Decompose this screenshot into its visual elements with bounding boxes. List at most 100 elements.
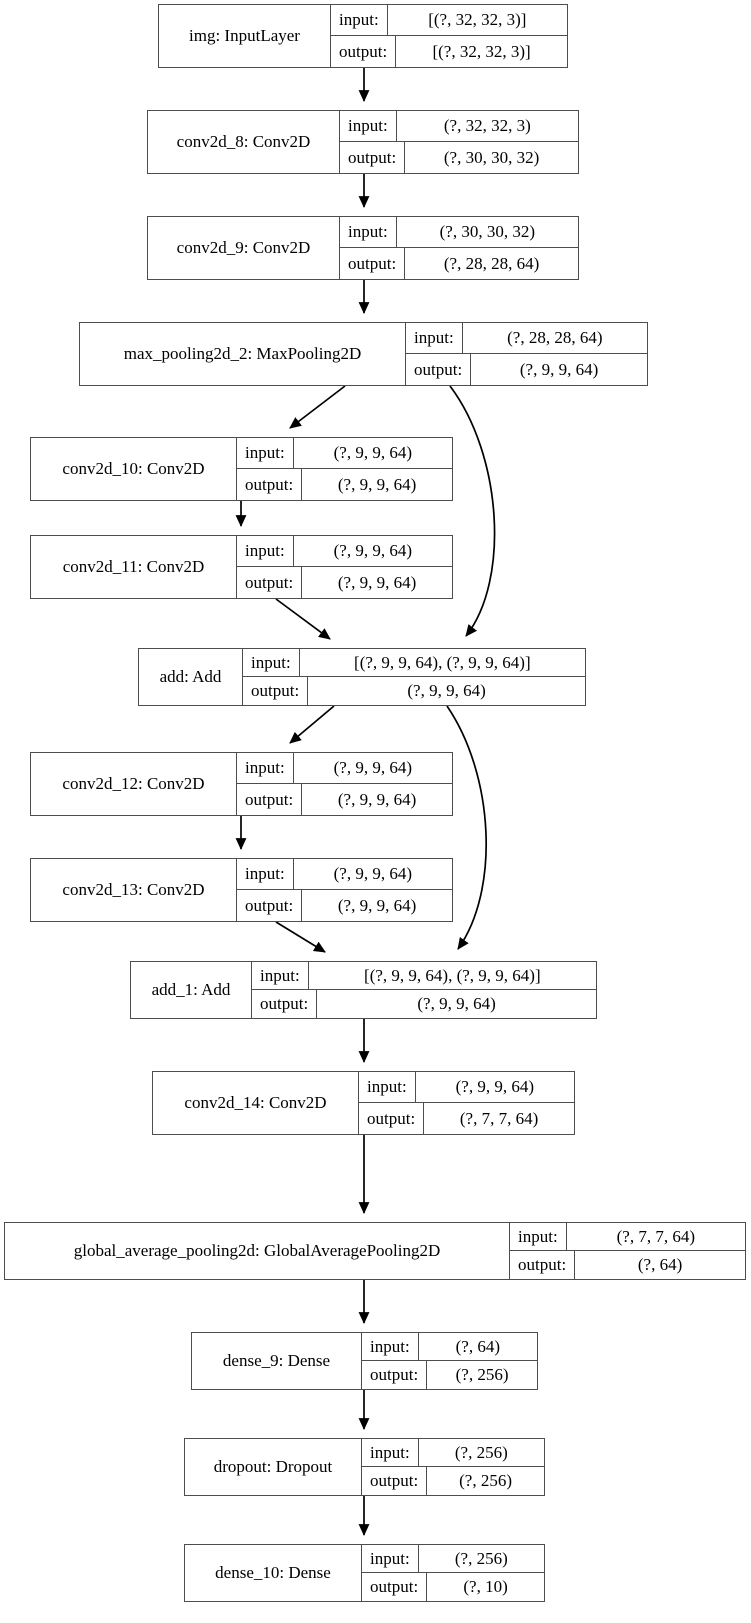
- node-label-conv2d_10: conv2d_10: Conv2D: [31, 438, 237, 500]
- output-label: output:: [362, 1361, 428, 1389]
- output-shape-value: (?, 256): [459, 1471, 513, 1490]
- output-shape-value: (?, 9, 9, 64): [417, 994, 496, 1013]
- node-output-row-conv2d_13: output: (?, 9, 9, 64): [237, 890, 452, 921]
- input-shape-value: [(?, 32, 32, 3)]: [428, 10, 527, 29]
- node-label-global_average_pooling2d: global_average_pooling2d: GlobalAverageP…: [5, 1223, 510, 1279]
- node-io-global_average_pooling2d: input:(?, 7, 7, 64)output:(?, 64): [510, 1223, 745, 1279]
- node-input-row-add: input:[(?, 9, 9, 64), (?, 9, 9, 64)]: [243, 649, 585, 677]
- output-label: output:: [331, 36, 397, 67]
- output-label: output:: [340, 142, 406, 173]
- node-label-max_pooling2d_2: max_pooling2d_2: MaxPooling2D: [80, 323, 406, 385]
- input-label: input:: [340, 217, 397, 247]
- node-label-dense_9: dense_9: Dense: [192, 1333, 362, 1389]
- input-label: input:: [406, 323, 463, 353]
- input-shape-value: (?, 7, 7, 64): [616, 1226, 696, 1246]
- node-input-row-dense_9: input: (?, 64): [362, 1333, 537, 1361]
- node-input-row-global_average_pooling2d: input:(?, 7, 7, 64): [510, 1223, 745, 1251]
- node-label-conv2d_13: conv2d_13: Conv2D: [31, 859, 237, 921]
- node-io-add: input:[(?, 9, 9, 64), (?, 9, 9, 64)]outp…: [243, 649, 585, 705]
- output-label: output:: [243, 677, 309, 705]
- node-label-conv2d_8: conv2d_8: Conv2D: [148, 111, 340, 173]
- output-label: output:: [340, 248, 406, 279]
- input-shape-value: (?, 9, 9, 64): [455, 1077, 535, 1096]
- input-shape-value: (?, 9, 9, 64): [333, 758, 413, 777]
- output-shape-value: (?, 256): [455, 1365, 509, 1384]
- edge-add-to-conv2d_12: [289, 705, 335, 744]
- node-io-conv2d_12: input:(?, 9, 9, 64)output:(?, 9, 9, 64): [237, 753, 452, 815]
- node-io-conv2d_9: input: (?, 30, 30, 32) output: (?, 28, 28, …: [340, 217, 578, 279]
- output-shape-value: (?, 9, 9, 64): [337, 895, 417, 915]
- node-io-dropout: input:(?, 256)output: (?, 256): [362, 1439, 544, 1495]
- edge-max_pooling2d_2-to-add: [449, 385, 496, 637]
- node-global_average_pooling2d: global_average_pooling2d: GlobalAverageP…: [4, 1222, 746, 1280]
- input-label: input:: [362, 1545, 419, 1572]
- input-label: input:: [243, 649, 300, 676]
- node-output-row-conv2d_10: output:(?, 9, 9, 64): [237, 469, 452, 500]
- node-label-img: img: InputLayer: [159, 5, 331, 67]
- node-input-row-conv2d_9: input: (?, 30, 30, 32): [340, 217, 578, 248]
- node-label-add_1: add_1: Add: [131, 962, 252, 1018]
- output-shape-value: (?, 9, 9, 64): [337, 572, 417, 592]
- node-io-conv2d_8: input:(?, 32, 32, 3)output: (?, 30, 30, 3…: [340, 111, 578, 173]
- node-label-dropout: dropout: Dropout: [185, 1439, 362, 1495]
- node-input-row-conv2d_11: input:(?, 9, 9, 64): [237, 536, 452, 567]
- input-shape-value: (?, 64): [455, 1336, 501, 1356]
- output-shape-value: (?, 10): [463, 1577, 508, 1596]
- node-io-dense_10: input:(?, 256)output:(?, 10): [362, 1545, 544, 1601]
- input-label: input:: [331, 5, 388, 35]
- input-shape-value: (?, 9, 9, 64): [333, 864, 413, 883]
- input-shape-value: (?, 30, 30, 32): [439, 222, 536, 241]
- output-shape-value: (?, 9, 9, 64): [519, 359, 599, 379]
- input-label: input:: [362, 1333, 419, 1360]
- node-io-conv2d_10: input:(?, 9, 9, 64)output:(?, 9, 9, 64): [237, 438, 452, 500]
- output-label: output:: [237, 890, 303, 921]
- output-label: output:: [406, 354, 472, 385]
- node-label-conv2d_11: conv2d_11: Conv2D: [31, 536, 237, 598]
- input-shape-value: (?, 256): [454, 1442, 508, 1462]
- input-label: input:: [237, 536, 294, 566]
- output-label: output:: [362, 1467, 428, 1495]
- input-shape-value: [(?, 9, 9, 64), (?, 9, 9, 64)]: [364, 965, 541, 985]
- node-label-dense_10: dense_10: Dense: [185, 1545, 362, 1601]
- output-shape-value: (?, 30, 30, 32): [443, 147, 540, 167]
- node-output-row-dense_10: output:(?, 10): [362, 1573, 544, 1601]
- node-label-conv2d_9: conv2d_9: Conv2D: [148, 217, 340, 279]
- node-io-add_1: input: [(?, 9, 9, 64), (?, 9, 9, 64)] outp…: [252, 962, 596, 1018]
- node-output-row-conv2d_8: output: (?, 30, 30, 32): [340, 142, 578, 173]
- node-input-row-conv2d_14: input:(?, 9, 9, 64): [359, 1072, 574, 1103]
- output-shape-value: (?, 9, 9, 64): [337, 474, 417, 494]
- node-output-row-dropout: output: (?, 256): [362, 1467, 544, 1495]
- node-input-row-dropout: input:(?, 256): [362, 1439, 544, 1467]
- node-input-row-conv2d_8: input:(?, 32, 32, 3): [340, 111, 578, 142]
- node-output-row-img: output:[(?, 32, 32, 3)]: [331, 36, 567, 67]
- node-input-row-max_pooling2d_2: input: (?, 28, 28, 64): [406, 323, 647, 354]
- input-shape-value: (?, 28, 28, 64): [507, 328, 603, 347]
- node-io-conv2d_11: input:(?, 9, 9, 64)output:(?, 9, 9, 64): [237, 536, 452, 598]
- input-label: input:: [252, 962, 309, 989]
- node-io-dense_9: input: (?, 64) output: (?, 256): [362, 1333, 537, 1389]
- output-shape-value: (?, 7, 7, 64): [459, 1108, 539, 1128]
- node-output-row-max_pooling2d_2: output: (?, 9, 9, 64): [406, 354, 647, 385]
- output-label: output:: [510, 1251, 576, 1279]
- node-output-row-dense_9: output: (?, 256): [362, 1361, 537, 1389]
- input-shape-value: (?, 9, 9, 64): [333, 443, 413, 462]
- node-input-row-conv2d_12: input:(?, 9, 9, 64): [237, 753, 452, 784]
- output-shape-value: (?, 28, 28, 64): [443, 253, 540, 273]
- output-label: output:: [252, 990, 318, 1018]
- input-label: input:: [340, 111, 397, 141]
- node-output-row-global_average_pooling2d: output:(?, 64): [510, 1251, 745, 1279]
- node-io-conv2d_13: input:(?, 9, 9, 64)output:(?, 9, 9, 64): [237, 859, 452, 921]
- output-shape-value: (?, 9, 9, 64): [337, 789, 417, 809]
- node-label-conv2d_14: conv2d_14: Conv2D: [153, 1072, 359, 1134]
- node-io-max_pooling2d_2: input: (?, 28, 28, 64) output: (?, 9, 9, 64…: [406, 323, 647, 385]
- node-input-row-add_1: input: [(?, 9, 9, 64), (?, 9, 9, 64)]: [252, 962, 596, 990]
- node-input-row-dense_10: input:(?, 256): [362, 1545, 544, 1573]
